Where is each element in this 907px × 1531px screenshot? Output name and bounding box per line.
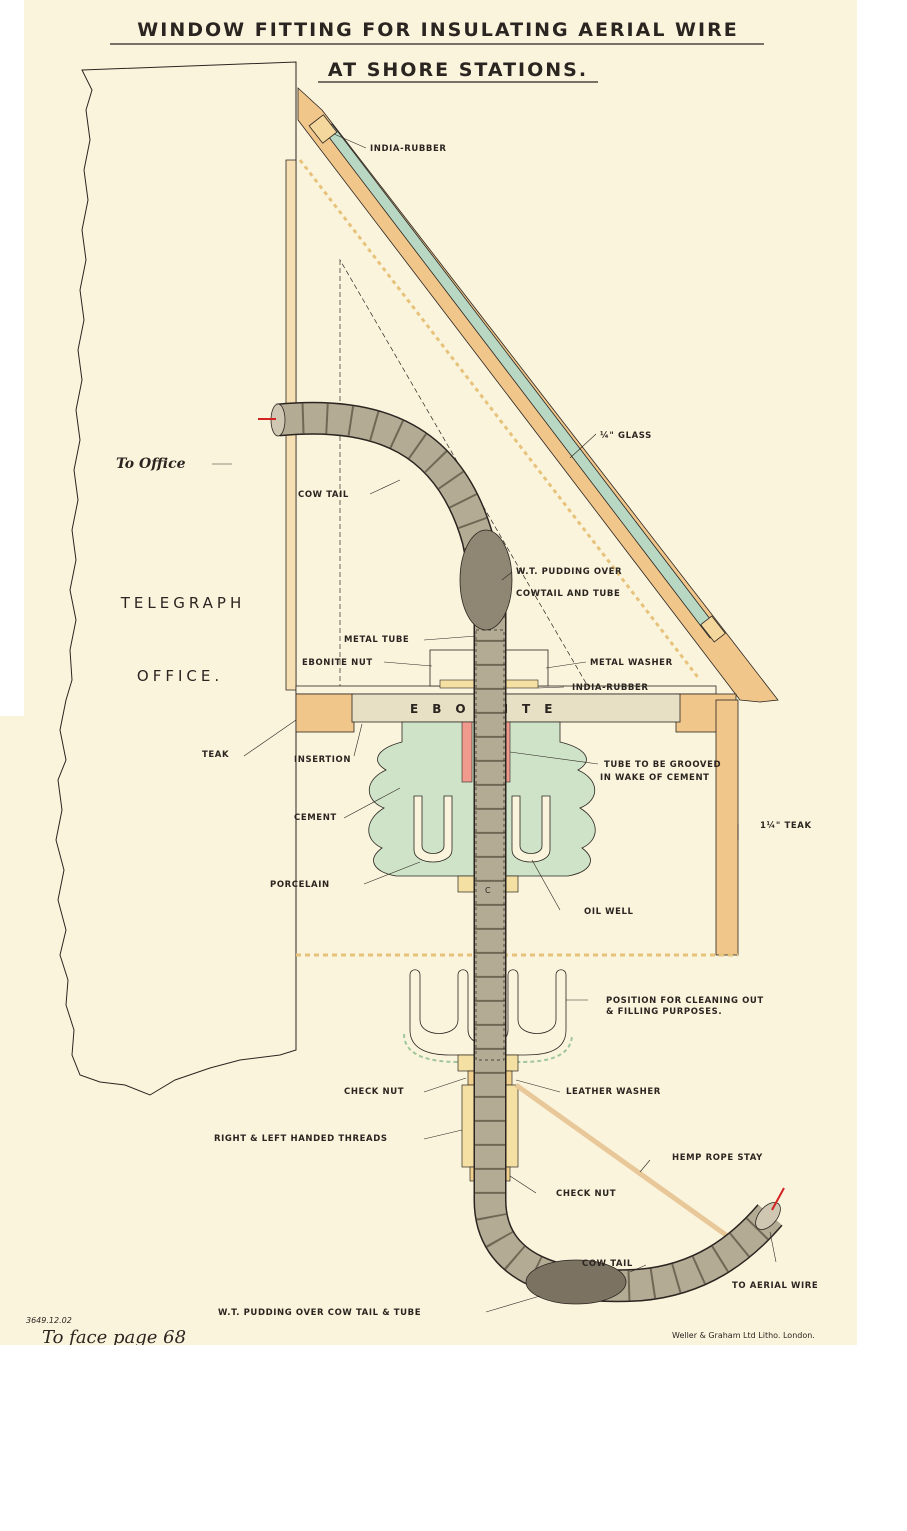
label-cement: CEMENT bbox=[294, 813, 337, 823]
aerial-wire-end bbox=[771, 1187, 785, 1211]
wt-pudding-top bbox=[459, 529, 513, 631]
label-pudding-top-1: W.T. PUDDING OVER bbox=[516, 567, 622, 577]
label-ebonite-nut: EBONITE NUT bbox=[302, 658, 373, 668]
label-pudding-bottom: W.T. PUDDING OVER COW TAIL & TUBE bbox=[218, 1308, 421, 1318]
window-fitting-diagram: WINDOW FITTING FOR INSULATING AERIAL WIR… bbox=[0, 0, 907, 1345]
hemp-rope-stay bbox=[514, 1082, 742, 1248]
label-cow-tail-top: COW TAIL bbox=[298, 490, 349, 500]
label-oil-well: OIL WELL bbox=[584, 907, 634, 917]
label-position-1: POSITION FOR CLEANING OUT bbox=[606, 996, 764, 1006]
label-india-rubber-top: INDIA-RUBBER bbox=[370, 144, 447, 154]
cleaning-position-insulator bbox=[409, 969, 567, 1056]
metal-tube bbox=[475, 629, 505, 1061]
title-line-2: AT SHORE STATIONS. bbox=[328, 59, 588, 81]
teak-block-left bbox=[295, 693, 355, 733]
paper-edge-cut bbox=[0, 0, 24, 716]
label-glass: ¼" GLASS bbox=[600, 430, 652, 441]
leader-lines bbox=[212, 133, 777, 1313]
ebonite-plate bbox=[351, 693, 681, 723]
india-rubber-top-block bbox=[308, 114, 338, 144]
label-metal-tube: METAL TUBE bbox=[344, 635, 409, 645]
cow-tail-cable-wrap bbox=[276, 403, 782, 1301]
label-india-rubber-mid: INDIA-RUBBER bbox=[572, 683, 649, 693]
label-pudding-top-2: COWTAIL AND TUBE bbox=[516, 589, 620, 599]
room-label-1: TELEGRAPH bbox=[120, 594, 246, 612]
office-wall-outline bbox=[55, 61, 297, 1096]
label-metal-washer: METAL WASHER bbox=[590, 658, 673, 668]
label-teak-left: TEAK bbox=[202, 750, 229, 760]
oil-well-right bbox=[511, 795, 551, 863]
label-check-nut-top: CHECK NUT bbox=[344, 1087, 404, 1097]
label-cow-tail-bottom: COW TAIL bbox=[582, 1259, 633, 1269]
wt-pudding-bottom bbox=[525, 1259, 627, 1305]
cable-end-aerial bbox=[755, 1202, 781, 1230]
teak-wall-right bbox=[715, 699, 739, 956]
title-line-1: WINDOW FITTING FOR INSULATING AERIAL WIR… bbox=[137, 19, 738, 41]
printer-credit: Weller & Graham Ltd Litho. London. bbox=[672, 1331, 815, 1340]
cement-left bbox=[461, 721, 473, 783]
room-label-2: OFFICE. bbox=[137, 667, 223, 685]
label-position-2: & FILLING PURPOSES. bbox=[606, 1007, 722, 1017]
slope-dashed-line bbox=[298, 159, 702, 681]
label-threads: RIGHT & LEFT HANDED THREADS bbox=[214, 1134, 388, 1144]
label-tube-grooved-2: IN WAKE OF CEMENT bbox=[600, 773, 710, 783]
glass-bottom-clip bbox=[700, 615, 726, 643]
label-insertion: INSERTION bbox=[294, 755, 351, 765]
letter-c-upper: C bbox=[485, 886, 491, 895]
label-teak-right: 1¼" TEAK bbox=[760, 820, 812, 831]
label-to-office: To Office bbox=[116, 456, 186, 472]
oil-well-left bbox=[413, 795, 453, 863]
label-hemp-rope: HEMP ROPE STAY bbox=[672, 1153, 763, 1163]
label-leather-washer: LEATHER WASHER bbox=[566, 1087, 661, 1097]
paper-right-margin bbox=[857, 0, 907, 1345]
plate-number: 3649.12.02 bbox=[26, 1316, 72, 1325]
label-tube-grooved-1: TUBE TO BE GROOVED bbox=[604, 760, 721, 770]
label-check-nut-bottom: CHECK NUT bbox=[556, 1189, 616, 1199]
label-to-aerial: TO AERIAL WIRE bbox=[732, 1281, 818, 1291]
to-face-page: To face page 68 bbox=[42, 1327, 186, 1345]
diagram-plate: WINDOW FITTING FOR INSULATING AERIAL WIR… bbox=[0, 0, 907, 1345]
label-porcelain: PORCELAIN bbox=[270, 880, 330, 890]
